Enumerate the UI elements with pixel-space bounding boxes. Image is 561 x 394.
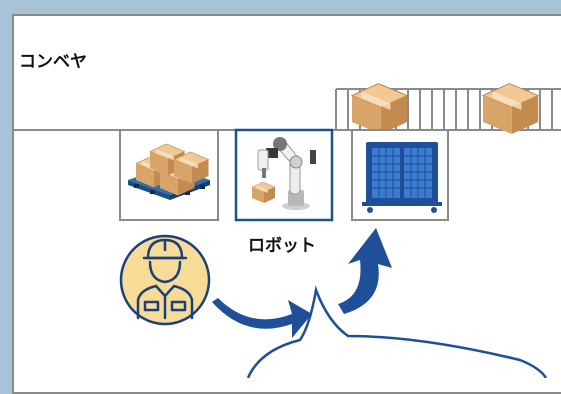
arrow-to-robot	[212, 298, 312, 338]
flow-arrows	[212, 228, 392, 338]
pallet-boxes-icon	[128, 143, 210, 200]
cage-station	[351, 129, 449, 221]
pallet-station	[119, 129, 219, 221]
worker-icon	[119, 234, 211, 326]
cage-cart-icon	[362, 142, 442, 213]
speech-bubble	[246, 285, 548, 378]
conveyor-label: コンベヤ	[19, 52, 87, 72]
diagram-scene	[14, 82, 561, 378]
robot-label: ロボット	[248, 236, 316, 256]
conveyor	[14, 82, 561, 135]
arrow-to-cage	[338, 228, 392, 314]
robot-arm-icon	[251, 137, 316, 210]
robot-station	[234, 128, 334, 222]
